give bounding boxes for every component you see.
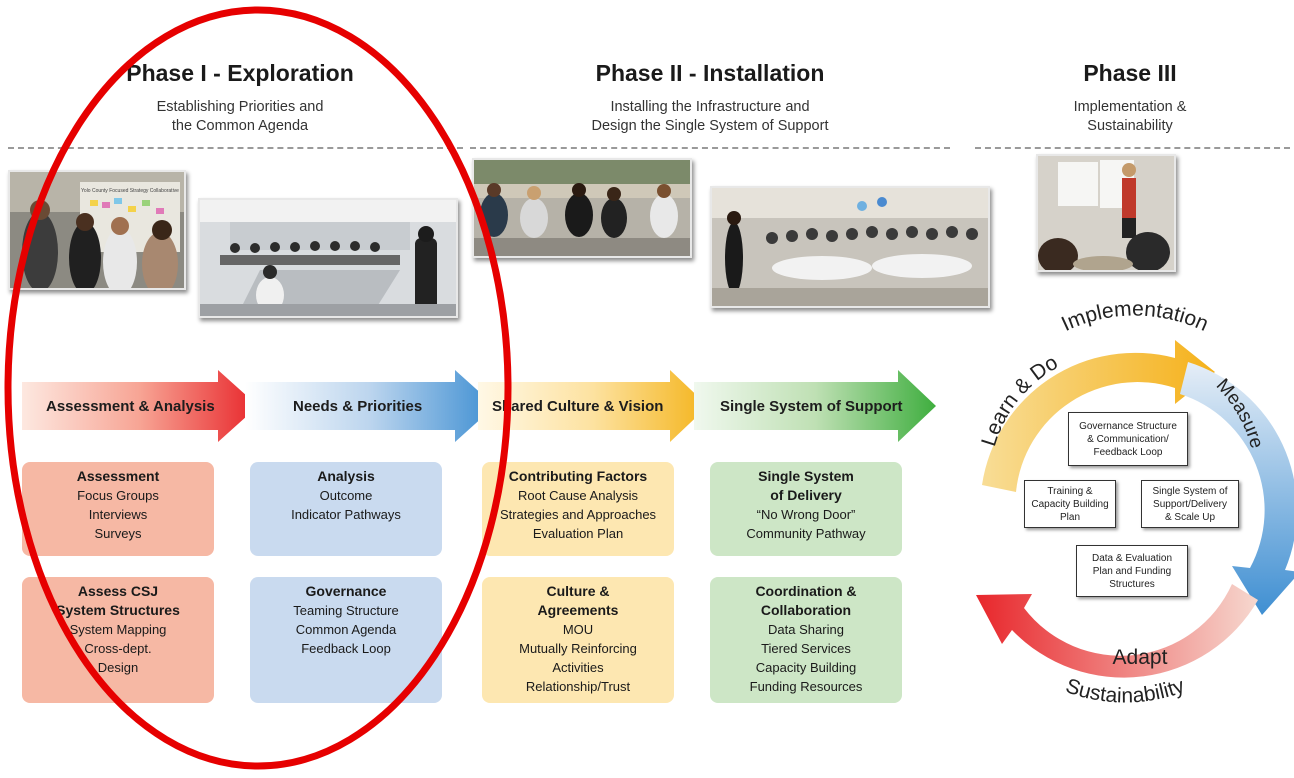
divider-phase-1 <box>8 147 463 149</box>
box-culture-agreements: Culture & Agreements MOU Mutually Reinfo… <box>482 577 674 703</box>
box-title: Single System <box>758 468 854 484</box>
cycle-box-line: Plan and Funding <box>1092 565 1172 577</box>
cycle-diagram: Implementation Learn & Do Measure Adapt … <box>976 300 1294 708</box>
box-coordination-collaboration: Coordination & Collaboration Data Sharin… <box>710 577 902 703</box>
cycle-arc-measure <box>1180 362 1294 615</box>
cycle-box-governance: Governance Structure & Communication/ Fe… <box>1068 412 1188 466</box>
box-assess-csj: Assess CSJ System Structures System Mapp… <box>22 577 214 703</box>
photo-outdoor-circle <box>472 158 692 258</box>
box-assessment: Assessment Focus Groups Interviews Surve… <box>22 462 214 556</box>
cycle-box-line: Feedback Loop <box>1093 446 1163 458</box>
box-line: Tiered Services <box>761 641 851 656</box>
phase-3-subtitle-line-2: Sustainability <box>1087 118 1173 134</box>
box-line: Design <box>97 660 139 675</box>
cycle-arc-adapt <box>976 584 1258 678</box>
phase-2-title: Phase II - Installation <box>595 60 825 86</box>
box-line: Cross-dept. <box>84 641 152 656</box>
box-line: Outcome <box>319 488 373 503</box>
cycle-box-line: & Scale Up <box>1164 511 1216 523</box>
phase-3-subtitle-line-1: Implementation & <box>1073 99 1187 115</box>
box-line: Activities <box>552 660 604 675</box>
box-line: MOU <box>562 622 594 637</box>
box-line: Feedback Loop <box>301 641 391 656</box>
box-line: Focus Groups <box>77 488 159 503</box>
box-line: Data Sharing <box>768 622 844 637</box>
box-line: Surveys <box>94 526 142 541</box>
phase-1-subtitle-line-2: the Common Agenda <box>171 118 309 134</box>
box-title-line-2: Agreements <box>537 602 619 618</box>
box-single-system-delivery: Single System of Delivery “No Wrong Door… <box>710 462 902 556</box>
phase-1-title: Phase I - Exploration <box>126 60 354 86</box>
box-line: Capacity Building <box>755 660 857 675</box>
box-title: Contributing Factors <box>508 468 648 484</box>
arrow-label-single-system-support: Single System of Support <box>720 398 903 415</box>
photo-banquet-hall <box>710 186 990 308</box>
arrow-label-shared-culture-vision: Shared Culture & Vision <box>492 398 664 415</box>
phase-1-subtitle-line-1: Establishing Priorities and <box>156 99 324 115</box>
cycle-box-line: Plan <box>1059 511 1080 523</box>
cycle-box-line: Support/Delivery <box>1153 498 1227 510</box>
box-title-line-2: System Structures <box>56 602 180 618</box>
cycle-label-adapt: Adapt <box>1113 646 1168 669</box>
cycle-box-line: Data & Evaluation <box>1091 552 1173 564</box>
box-title: Analysis <box>317 468 375 484</box>
box-line: Evaluation Plan <box>532 526 624 541</box>
box-line: Root Cause Analysis <box>518 488 638 503</box>
box-title: Assessment <box>76 468 160 484</box>
cycle-box-line: Capacity Building <box>1031 498 1109 510</box>
box-governance: Governance Teaming Structure Common Agen… <box>250 577 442 703</box>
cycle-label-bottom: Sustainability <box>1063 674 1188 707</box>
arrow-single-system-support <box>694 370 936 442</box>
arrow-label-assessment-analysis: Assessment & Analysis <box>46 398 215 415</box>
arrow-label-needs-priorities: Needs & Priorities <box>293 398 423 415</box>
box-title-line-2: of Delivery <box>770 487 842 503</box>
cycle-label-top: Implementation <box>1058 300 1212 336</box>
box-line: Interviews <box>88 507 148 522</box>
divider-phase-3 <box>975 147 1290 149</box>
box-line: “No Wrong Door” <box>756 507 856 522</box>
box-line: Mutually Reinforcing <box>519 641 637 656</box>
box-line: Relationship/Trust <box>525 679 631 694</box>
phase-3-subtitle: Implementation & Sustainability <box>1040 98 1220 136</box>
cycle-box-line: Training & <box>1047 485 1093 497</box>
photo-meeting-room <box>198 198 458 318</box>
box-line: Funding Resources <box>749 679 863 694</box>
photo-workshop-wall: Yolo County Focused Strategy Collaborati… <box>8 170 186 290</box>
box-title: Assess CSJ <box>77 583 159 599</box>
arrow-shared-culture-vision <box>478 370 708 442</box>
box-line: Indicator Pathways <box>291 507 401 522</box>
box-line: System Mapping <box>69 622 167 637</box>
phase-2-subtitle: Installing the Infrastructure and Design… <box>560 98 860 136</box>
cycle-box-single-system: Single System of Support/Delivery & Scal… <box>1141 480 1239 528</box>
cycle-box-data-evaluation: Data & Evaluation Plan and Funding Struc… <box>1076 545 1188 597</box>
cycle-box-line: & Communication/ <box>1087 433 1169 445</box>
box-analysis: Analysis Outcome Indicator Pathways <box>250 462 442 556</box>
cycle-box-training: Training & Capacity Building Plan <box>1024 480 1116 528</box>
box-line: Strategies and Approaches <box>499 507 657 522</box>
cycle-box-line: Governance Structure <box>1079 420 1177 432</box>
box-title: Coordination & <box>755 583 857 599</box>
cycle-arc-learn-do <box>982 340 1215 492</box>
photo-wall-sign-text: Yolo County Focused Strategy Collaborati… <box>81 188 179 194</box>
phase-2-subtitle-line-2: Design the Single System of Support <box>591 118 829 134</box>
divider-phase-2 <box>470 147 950 149</box>
phase-3-title: Phase III <box>1083 60 1177 86</box>
box-title: Culture & <box>546 583 610 599</box>
box-title: Governance <box>305 583 387 599</box>
box-line: Community Pathway <box>746 526 866 541</box>
box-line: Teaming Structure <box>293 603 399 618</box>
phase-1-subtitle: Establishing Priorities and the Common A… <box>95 98 385 136</box>
box-contributing-factors: Contributing Factors Root Cause Analysis… <box>482 462 674 556</box>
phase-2-subtitle-line-1: Installing the Infrastructure and <box>610 99 810 115</box>
box-title-line-2: Collaboration <box>760 602 852 618</box>
photo-facilitator <box>1036 154 1176 272</box>
cycle-box-line: Structures <box>1109 578 1155 590</box>
cycle-box-line: Single System of <box>1152 485 1228 497</box>
box-line: Common Agenda <box>295 622 397 637</box>
